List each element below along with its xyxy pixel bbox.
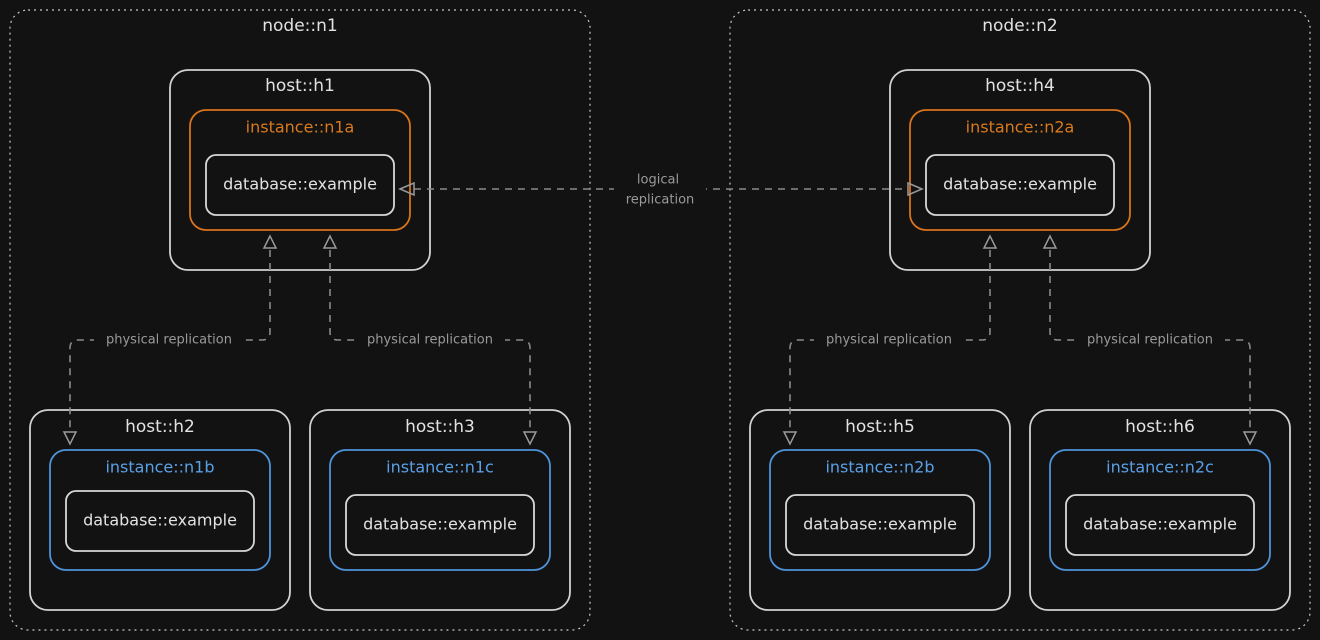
host-h2-label: host::h2 (125, 417, 195, 437)
physical-arrow-up-n1a-2-icon (322, 234, 338, 249)
physical-replication-n1a-n1b: physical replication (62, 234, 278, 446)
logical-label-line1: logical (637, 173, 679, 188)
node-n1: node::n1 (9, 9, 591, 631)
logical-label-bg (614, 168, 706, 210)
instance-n2b-label: instance::n2b (825, 458, 934, 477)
database-n1c-label: database::example (363, 515, 517, 534)
database-n2c-border (1065, 494, 1255, 556)
database-n2b-label: database::example (803, 515, 957, 534)
physical-arrow-down-n1b-icon (62, 431, 78, 446)
host-h1-label: host::h1 (265, 76, 335, 96)
host-h2-border (29, 409, 291, 611)
logical-arrow-left-icon (398, 181, 415, 197)
node-n2-label: node::n2 (982, 16, 1057, 36)
physical-arrow-up-n1a-icon (262, 234, 278, 249)
host-h4-border (889, 69, 1151, 271)
instance-n2c-label: instance::n2c (1106, 458, 1214, 477)
instance-n2b-border (769, 449, 991, 571)
physical-label-n2c: physical replication (1087, 333, 1213, 348)
host-h6-label: host::h6 (1125, 417, 1195, 437)
instance-n2a-border (909, 109, 1131, 231)
node-n2-border (729, 9, 1311, 631)
host-h6-border (1029, 409, 1291, 611)
instance-n1a-label: instance::n1a (246, 118, 355, 137)
host-h2: host::h2 instance::n1b database::example (29, 409, 291, 611)
host-h1: host::h1 instance::n1a database::example (169, 69, 431, 271)
database-n2b-border (785, 494, 975, 556)
physical-arrow-up-n2a-icon (982, 234, 998, 249)
host-h1-border (169, 69, 431, 271)
instance-n1c-label: instance::n1c (386, 458, 494, 477)
physical-label-bg-n1b (94, 331, 244, 349)
node-n1-border (9, 9, 591, 631)
instance-n1c-border (329, 449, 551, 571)
host-h5: host::h5 instance::n2b database::example (749, 409, 1011, 611)
database-n1b-border (65, 490, 255, 552)
database-n2a-label: database::example (943, 175, 1097, 194)
database-n1a-border (205, 154, 395, 216)
physical-label-n1b: physical replication (106, 333, 232, 348)
host-h3-label: host::h3 (405, 417, 475, 437)
physical-arrow-down-n1c-icon (522, 431, 538, 446)
host-h4-label: host::h4 (985, 76, 1055, 96)
instance-n2c-border (1049, 449, 1271, 571)
physical-label-bg-n1c (355, 331, 505, 349)
physical-replication-n2a-n2c: physical replication (1042, 234, 1258, 446)
instance-n1b-border (49, 449, 271, 571)
database-n2c-label: database::example (1083, 515, 1237, 534)
physical-arrow-up-n2a-2-icon (1042, 234, 1058, 249)
node-n2: node::n2 (729, 9, 1311, 631)
host-h3-border (309, 409, 571, 611)
logical-arrow-right-icon (907, 181, 924, 197)
database-n1a-label: database::example (223, 175, 377, 194)
instance-n2a-label: instance::n2a (966, 118, 1075, 137)
node-n1-label: node::n1 (262, 16, 337, 36)
host-h6: host::h6 instance::n2c database::example (1029, 409, 1291, 611)
instance-n1a-border (189, 109, 411, 231)
host-h3: host::h3 instance::n1c database::example (309, 409, 571, 611)
database-n1c-border (345, 494, 535, 556)
logical-label-line2: replication (626, 193, 695, 208)
physical-arrow-down-n2b-icon (782, 431, 798, 446)
physical-label-bg-n2b (814, 331, 964, 349)
logical-replication-edge: logical replication (398, 168, 924, 210)
physical-replication-n1a-n1c: physical replication (322, 234, 538, 446)
physical-label-n2b: physical replication (826, 333, 952, 348)
instance-n1b-label: instance::n1b (105, 458, 214, 477)
database-n2a-border (925, 154, 1115, 216)
host-h4: host::h4 instance::n2a database::example (889, 69, 1151, 271)
host-h5-label: host::h5 (845, 417, 915, 437)
host-h5-border (749, 409, 1011, 611)
physical-arrow-down-n2c-icon (1242, 431, 1258, 446)
physical-label-bg-n2c (1075, 331, 1225, 349)
database-n1b-label: database::example (83, 511, 237, 530)
physical-replication-n2a-n2b: physical replication (782, 234, 998, 446)
physical-label-n1c: physical replication (367, 333, 493, 348)
